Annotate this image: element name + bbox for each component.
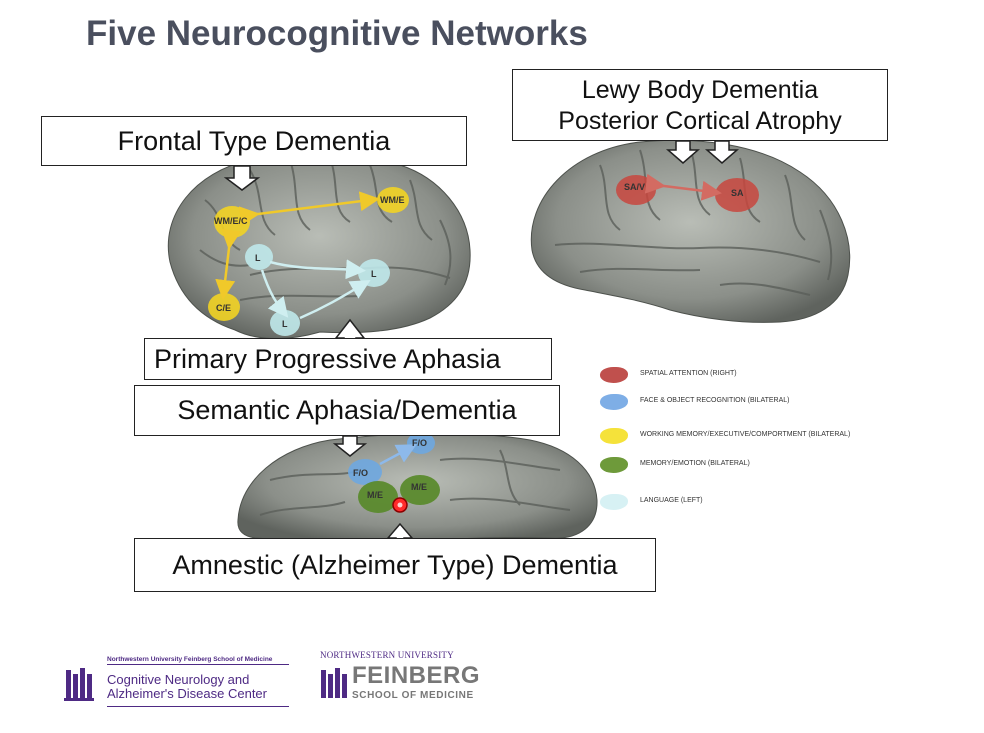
cnadc-line1: Cognitive Neurology and [107,672,249,687]
callout-semantic-label: Semantic Aphasia/Dementia [135,386,559,435]
right-hemisphere-brain: SA/V SA [531,140,849,322]
region-label-wme: WM/E [380,195,405,205]
region-label-l1: L [255,253,261,263]
callout-amnestic-label: Amnestic (Alzheimer Type) Dementia [135,539,655,591]
left-hemisphere-brain: WM/E/C WM/E C/E L L L [168,152,470,338]
callout-semantic-aphasia: Semantic Aphasia/Dementia [134,385,560,436]
legend-label: SPATIAL ATTENTION (RIGHT) [640,370,737,377]
region-label-l3: L [282,319,288,329]
nu-top-text: NORTHWESTERN UNIVERSITY [320,650,454,660]
feinberg-emblem-icon [320,664,348,702]
region-label-sav: SA/V [624,182,645,192]
legend-label: LANGUAGE (LEFT) [640,497,703,504]
cnadc-logo: Northwestern University Feinberg School … [64,652,294,710]
cnadc-line2: Alzheimer's Disease Center [107,686,267,701]
cnadc-emblem-icon [64,664,98,702]
ventral-brain: F/O F/O M/E M/E [238,432,597,541]
region-label-l2: L [371,269,377,279]
callout-lewy-line1: Lewy Body Dementia [513,75,887,106]
cnadc-top-text: Northwestern University Feinberg School … [107,656,272,663]
feinberg-logo: NORTHWESTERN UNIVERSITY FEINBERG SCHOOL … [320,650,470,710]
region-label-wmec: WM/E/C [214,216,248,226]
legend-label: MEMORY/EMOTION (BILATERAL) [640,460,750,467]
callout-primary-progressive-aphasia: Primary Progressive Aphasia [144,338,552,380]
region-label-sa: SA [731,188,744,198]
legend-label: FACE & OBJECT RECOGNITION (BILATERAL) [640,397,790,404]
feinberg-school-text: SCHOOL OF MEDICINE [352,690,474,701]
region-label-fo1: F/O [353,468,368,478]
callout-ppa-label: Primary Progressive Aphasia [154,339,551,379]
legend-label: WORKING MEMORY/EXECUTIVE/COMPORTMENT (BI… [640,431,850,438]
feinberg-wordmark: FEINBERG [352,662,480,690]
region-label-me1: M/E [367,490,383,500]
callout-frontal-label: Frontal Type Dementia [42,117,466,165]
callout-lewy-line2: Posterior Cortical Atrophy [513,106,887,137]
callout-amnestic-dementia: Amnestic (Alzheimer Type) Dementia [134,538,656,592]
region-label-fo2: F/O [412,438,427,448]
region-label-me2: M/E [411,482,427,492]
callout-lewy-body-dementia: Lewy Body Dementia Posterior Cortical At… [512,69,888,141]
callout-frontal-type-dementia: Frontal Type Dementia [41,116,467,166]
region-label-ce: C/E [216,303,231,313]
